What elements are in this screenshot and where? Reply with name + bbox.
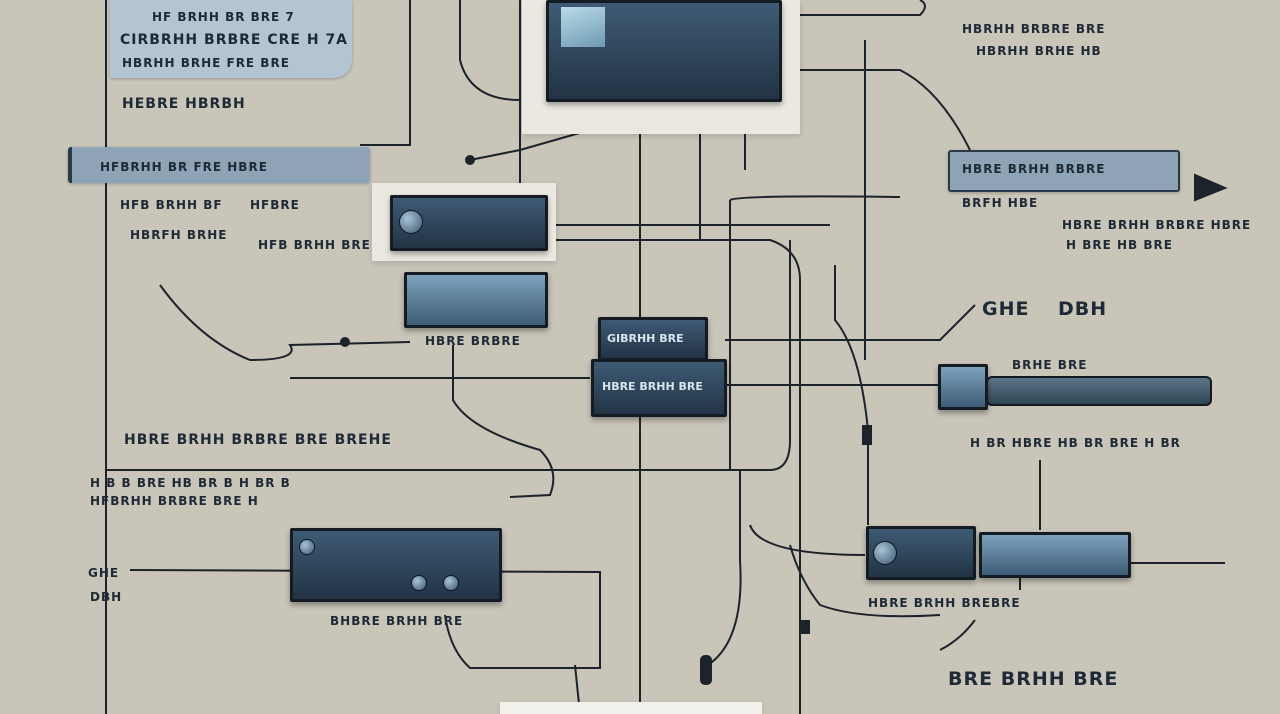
- label-top-left-1: HF BRHH BR BRE 7: [152, 10, 295, 24]
- label-right-5: BRFH HBE: [962, 196, 1039, 210]
- label-right-heading-3: BRE BRHH BRE: [948, 668, 1119, 690]
- server-unit: [290, 528, 502, 602]
- server-indicator: [299, 539, 315, 555]
- server-knob-2: [443, 575, 459, 591]
- label-card-top-left: [110, 0, 352, 78]
- label-right-3: HBRE BRHH BRBRE HBRE: [1062, 218, 1252, 232]
- device-3-indicator: [873, 541, 897, 565]
- label-server: BHBRE BRHH BRE: [330, 614, 464, 628]
- device-1-indicator: [399, 210, 423, 234]
- label-top-left-2: CIRBRHH BRBRE CRE H 7A: [120, 32, 349, 48]
- label-right-heading-2: DBH: [1058, 298, 1108, 320]
- network-device-4: [979, 532, 1131, 578]
- label-left-6: HBRFH BRHE: [130, 228, 228, 242]
- label-right-7: H BR HBRE HB BR BRE H BR: [970, 436, 1181, 450]
- label-bar-left: [68, 147, 370, 183]
- switch-top: GIBRHH BRE: [598, 317, 708, 361]
- label-right-heading: GHE: [982, 298, 1030, 320]
- label-left-heading: HEBRE HBRBH: [122, 96, 246, 112]
- cable-connector: [986, 376, 1212, 406]
- label-left-11: DBH: [90, 590, 123, 604]
- network-device-1: [390, 195, 548, 251]
- network-device-2: [404, 272, 548, 328]
- label-bar-left-text: HFBRHH BR FRE HBRE: [100, 160, 268, 174]
- connector-head: [938, 364, 988, 410]
- label-right-4: H BRE HB BRE: [1066, 238, 1173, 252]
- label-bar-right: [948, 150, 1180, 192]
- label-left-4: HFB BRHH BF: [120, 198, 223, 212]
- monitor-screen: [561, 7, 605, 47]
- label-left-heading-2: HBRE BRHH BRBRE BRE BREHE: [124, 432, 392, 448]
- label-left-7: HFB BRHH BRE: [258, 238, 371, 252]
- bottom-card: [500, 702, 762, 714]
- label-bar-right-text: HBRE BRHH BRBRE: [962, 162, 1106, 176]
- switch-bottom: HBRE BRHH BRE: [591, 359, 727, 417]
- label-left-10: GHE: [88, 566, 120, 580]
- label-left-9: HFBRHH BRBRE BRE H: [90, 494, 259, 508]
- label-right-6: BRHE BRE: [1012, 358, 1088, 372]
- label-left-5: HFBRE: [250, 198, 300, 212]
- network-device-3: [866, 526, 976, 580]
- label-device-2: HBRE BRBRE: [425, 334, 521, 348]
- main-monitor: [546, 0, 782, 102]
- switch-top-label: GIBRHH BRE: [607, 332, 684, 345]
- label-right-8: HBRE BRHH BREBRE: [868, 596, 1021, 610]
- label-left-8: H B B BRE HB BR B H BR B: [90, 476, 291, 490]
- label-right-2: HBRHH BRHE HB: [976, 44, 1102, 58]
- label-right-1: HBRHH BRBRE BRE: [962, 22, 1106, 36]
- label-top-left-3: HBRHH BRHE FRE BRE: [122, 56, 290, 70]
- server-knob-1: [411, 575, 427, 591]
- switch-bottom-label: HBRE BRHH BRE: [602, 380, 703, 393]
